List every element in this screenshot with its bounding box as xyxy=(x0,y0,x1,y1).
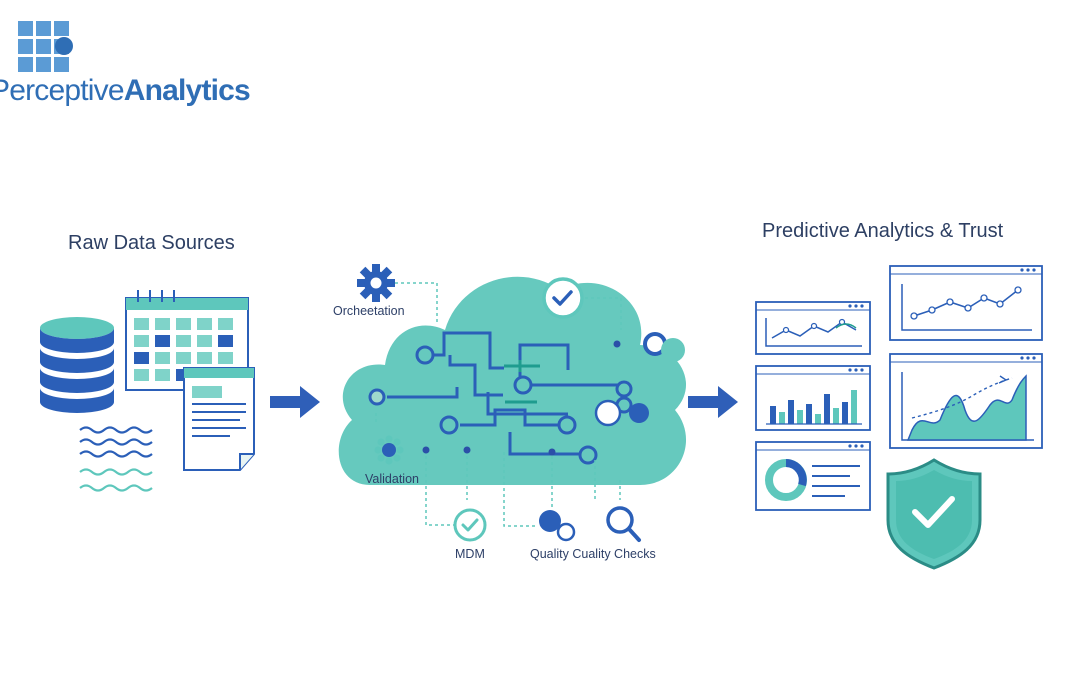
calendar-cell xyxy=(218,335,233,347)
calendar-cell xyxy=(218,318,233,330)
validation-label: Validation xyxy=(365,472,419,486)
calendar-cell xyxy=(155,352,170,364)
cloud-shape xyxy=(338,276,687,485)
calendar-cell xyxy=(134,318,149,330)
predictive-analytics-title: Predictive Analytics & Trust xyxy=(762,220,1004,242)
bar-mark xyxy=(815,414,821,424)
arrow-right-icon-2 xyxy=(688,386,738,418)
calendar-cell xyxy=(176,335,191,347)
document-icon xyxy=(183,367,255,471)
shield-check-icon xyxy=(886,458,982,570)
node-dark-icon xyxy=(629,403,649,423)
calendar-cell xyxy=(218,352,233,364)
calendar-cell xyxy=(134,352,149,364)
logo-text-light: Perceptive xyxy=(0,74,125,107)
calendar-cell xyxy=(134,369,149,381)
dashboard-window-bar xyxy=(755,365,871,431)
teal-dot-icon xyxy=(661,338,685,362)
dotted-connectors xyxy=(374,282,622,527)
dashboard-window-donut xyxy=(755,441,871,511)
bar-mark xyxy=(788,400,794,424)
circuit-nodes xyxy=(368,345,633,465)
bar-mark xyxy=(833,408,839,424)
logo: PerceptiveAnalytics xyxy=(0,18,270,118)
bar-mark xyxy=(824,394,830,424)
dashboard-window-line-small xyxy=(755,301,871,355)
stream-lines xyxy=(79,426,153,492)
dashboard-window-line-large xyxy=(889,265,1043,341)
logo-grid-icon xyxy=(18,21,73,72)
magnifier-icon xyxy=(606,506,641,542)
calendar-cell xyxy=(197,318,212,330)
calendar-cell xyxy=(155,318,170,330)
bar-mark xyxy=(797,410,803,424)
bar-mark xyxy=(779,412,785,424)
calendar-cell xyxy=(197,352,212,364)
calendar-cell xyxy=(155,369,170,381)
arrow-right-icon xyxy=(270,386,320,418)
check-circle-icon xyxy=(542,277,584,319)
database-icon xyxy=(39,317,115,413)
calendar-cell xyxy=(134,335,149,347)
bar-mark xyxy=(842,402,848,424)
calendar-cell xyxy=(176,318,191,330)
mdm-check-icon xyxy=(453,508,487,542)
calendar-cell xyxy=(176,352,191,364)
logo-wordmark: PerceptiveAnalytics xyxy=(0,74,260,108)
bar-mark xyxy=(806,404,812,424)
calendar-cell xyxy=(155,335,170,347)
calendar-cell xyxy=(197,335,212,347)
dashboard-window-area xyxy=(889,353,1043,449)
node-light-icon xyxy=(594,399,622,427)
bar-mark xyxy=(851,390,857,424)
raw-data-sources-title: Raw Data Sources xyxy=(68,232,235,254)
quality-dots-icon xyxy=(539,510,576,542)
logo-text-bold: Analytics xyxy=(123,74,251,107)
quality-checks-label: Quality Cuality Checks xyxy=(530,547,656,561)
connector-dots xyxy=(422,340,621,456)
bar-mark xyxy=(770,406,776,424)
orchestration-label: Orcheetation xyxy=(333,304,405,318)
validation-icon xyxy=(374,435,404,465)
mdm-label: MDM xyxy=(455,547,485,561)
teal-markers xyxy=(504,360,540,404)
gear-icon xyxy=(357,264,395,302)
